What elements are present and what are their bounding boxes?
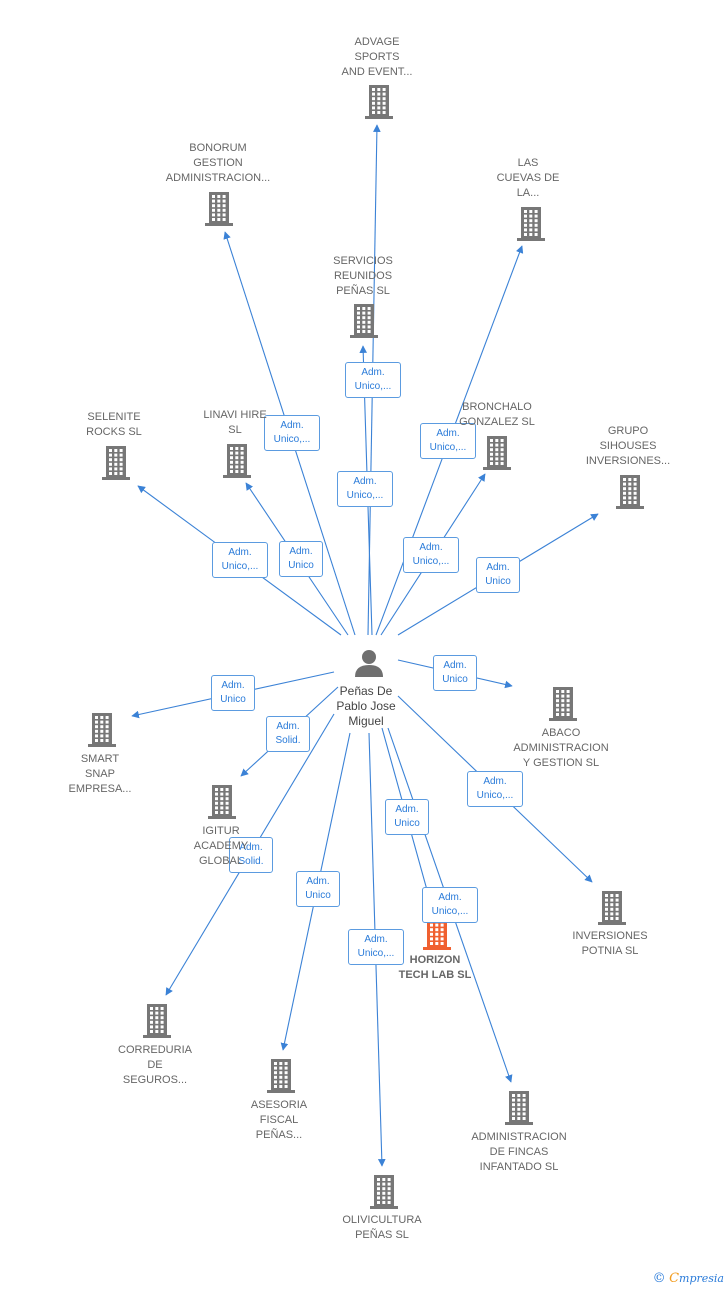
- edge-label-servicios[interactable]: Adm. Unico,...: [345, 362, 401, 398]
- node-label-igitur[interactable]: IGITUR ACADEMY GLOBAL: [193, 824, 249, 867]
- building-icon[interactable]: [365, 85, 393, 119]
- building-icon[interactable]: [616, 475, 644, 509]
- edge-label-cuevas[interactable]: Adm. Unico,...: [420, 423, 476, 459]
- edge-label-correduria[interactable]: Adm. Solid.: [229, 837, 273, 873]
- building-icon[interactable]: [517, 207, 545, 241]
- edge-label-bronchalo[interactable]: Adm. Unico,...: [403, 537, 459, 573]
- edge-label-horizon[interactable]: Adm. Unico: [385, 799, 429, 835]
- node-label-linavi[interactable]: LINAVI HIRE SL: [203, 409, 267, 436]
- edge-label-asesoria[interactable]: Adm. Unico: [296, 871, 340, 907]
- brand-initial: C: [669, 1271, 680, 1286]
- edge-label-olivicultura[interactable]: Adm. Unico,...: [348, 929, 404, 965]
- node-label-cuevas[interactable]: LAS CUEVAS DE LA...: [496, 156, 560, 199]
- edge-label-selenite[interactable]: Adm. Unico,...: [212, 542, 268, 578]
- edge-label-advage[interactable]: Adm. Unico,...: [337, 471, 393, 507]
- node-label-advage[interactable]: ADVAGE SPORTS AND EVENT...: [341, 35, 413, 78]
- building-icon[interactable]: [223, 444, 251, 478]
- node-label-abaco[interactable]: ABACO ADMINISTRACION Y GESTION SL: [513, 726, 609, 769]
- building-icon[interactable]: [143, 1004, 171, 1038]
- edge-label-fincas[interactable]: Adm. Unico,...: [422, 887, 478, 923]
- empresia-logo[interactable]: © Cmpresia: [653, 1271, 724, 1286]
- edge-label-abaco[interactable]: Adm. Unico: [433, 655, 477, 691]
- node-label-asesoria[interactable]: ASESORIA FISCAL PEÑAS...: [250, 1098, 308, 1141]
- node-label-correduria[interactable]: CORREDURIA DE SEGUROS...: [118, 1043, 192, 1086]
- node-label-potnia[interactable]: INVERSIONES POTNIA SL: [572, 930, 648, 957]
- node-label-selenite[interactable]: SELENITE ROCKS SL: [86, 411, 142, 438]
- building-icon[interactable]: [267, 1059, 295, 1093]
- node-label-horizon[interactable]: HORIZON TECH LAB SL: [398, 954, 472, 981]
- edge-label-smart[interactable]: Adm. Unico: [211, 675, 255, 711]
- node-label-olivicultura[interactable]: OLIVICULTURA PEÑAS SL: [342, 1214, 422, 1241]
- edge-label-potnia[interactable]: Adm. Unico,...: [467, 771, 523, 807]
- building-icon[interactable]: [549, 687, 577, 721]
- node-label-sihouses[interactable]: GRUPO SIHOUSES INVERSIONES...: [585, 424, 671, 467]
- edge-label-linavi[interactable]: Adm. Unico: [279, 541, 323, 577]
- edge-label-igitur[interactable]: Adm. Solid.: [266, 716, 310, 752]
- building-icon[interactable]: [598, 891, 626, 925]
- building-icon[interactable]: [208, 785, 236, 819]
- building-icon[interactable]: [505, 1091, 533, 1125]
- building-icon[interactable]: [205, 192, 233, 226]
- building-icon[interactable]: [483, 436, 511, 470]
- copyright-symbol: ©: [652, 1271, 666, 1286]
- building-icon[interactable]: [370, 1175, 398, 1209]
- building-icon[interactable]: [350, 304, 378, 338]
- brand-name: mpresia: [679, 1272, 724, 1285]
- node-label-bonorum[interactable]: BONORUM GESTION ADMINISTRACION...: [165, 141, 271, 184]
- node-label-servicios[interactable]: SERVICIOS REUNIDOS PEÑAS SL: [333, 254, 393, 297]
- edge-label-bonorum[interactable]: Adm. Unico,...: [264, 415, 320, 451]
- node-label-fincas[interactable]: ADMINISTRACION DE FINCAS INFANTADO SL: [471, 1130, 567, 1173]
- person-icon[interactable]: [355, 650, 383, 677]
- node-label-smart[interactable]: SMART SNAP EMPRESA...: [68, 752, 132, 795]
- center-person-label[interactable]: Peñas De Pablo Jose Miguel: [336, 684, 396, 728]
- building-icon[interactable]: [88, 713, 116, 747]
- building-icon[interactable]: [102, 446, 130, 480]
- node-label-bronchalo[interactable]: BRONCHALO GONZALEZ SL: [459, 401, 535, 428]
- edge-label-sihouses[interactable]: Adm. Unico: [476, 557, 520, 593]
